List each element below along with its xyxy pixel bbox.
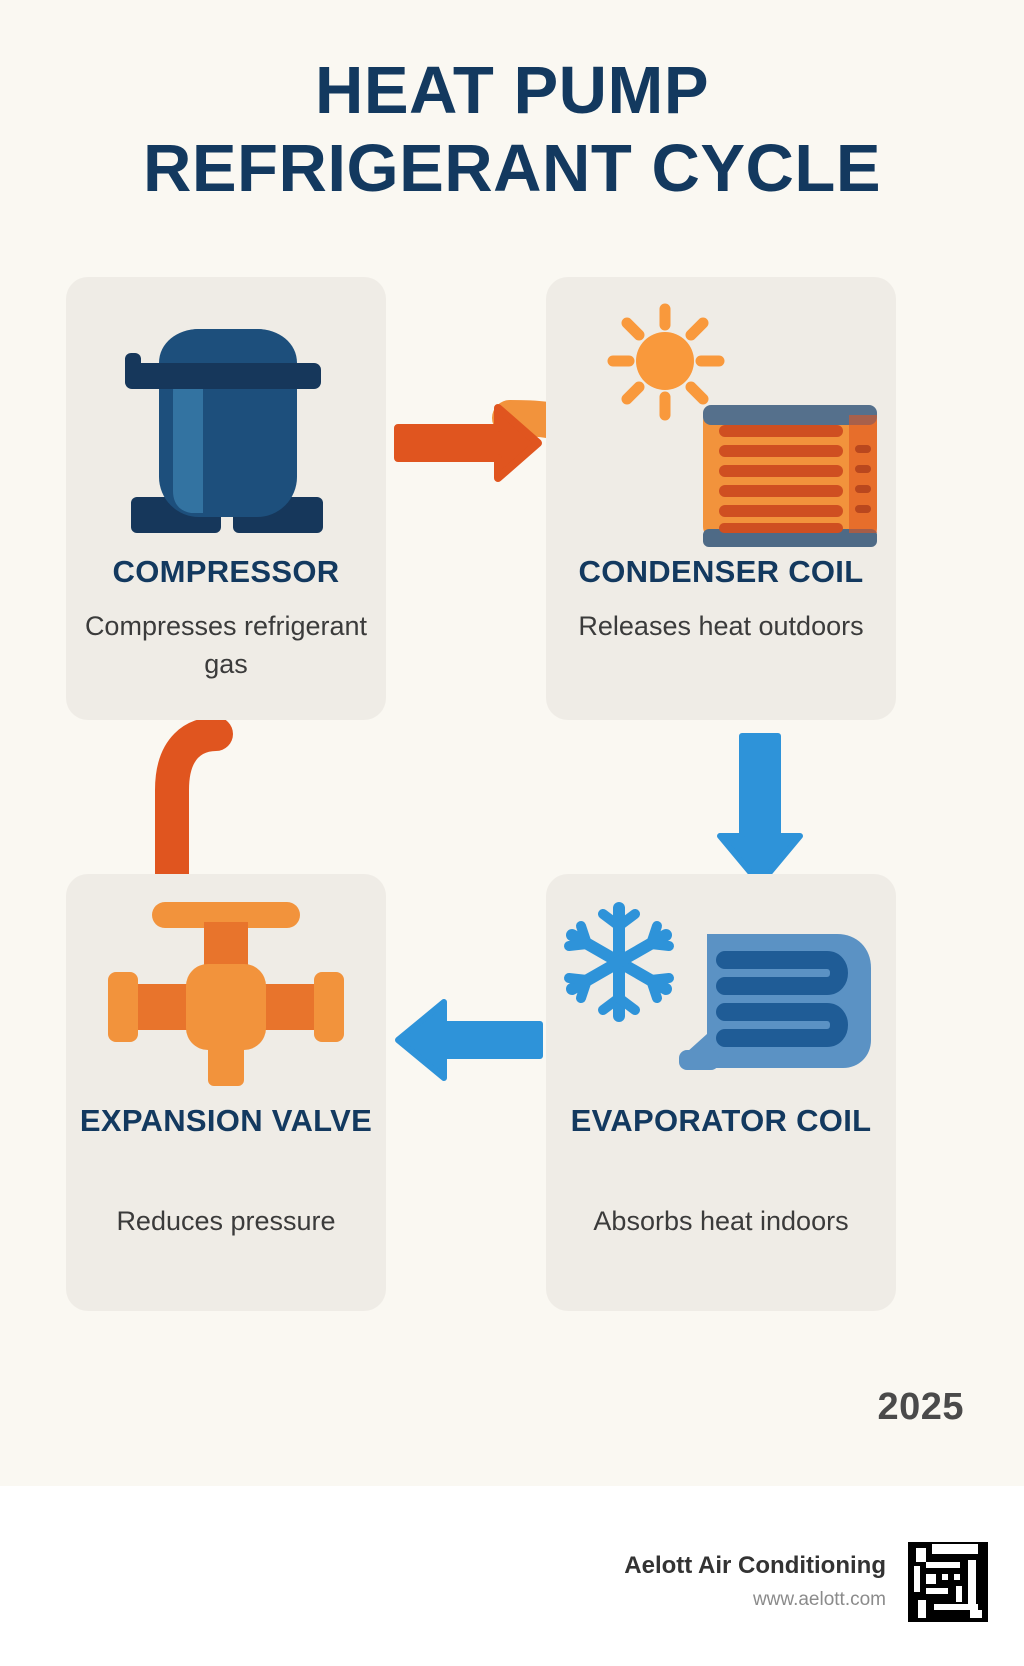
card-compressor-label: COMPRESSOR [112, 554, 340, 589]
page-title-line-2: REFRIGERANT CYCLE [142, 130, 882, 206]
evaporator-unit [679, 934, 871, 1070]
sun-icon [607, 303, 725, 421]
condenser-unit [703, 405, 877, 547]
card-valve[interactable]: EXPANSION VALVE Reduces pressure [66, 874, 386, 1311]
arrow-right-icon [394, 404, 542, 482]
card-compressor-description: Compresses refrigerant gas [84, 611, 368, 680]
year-label: 2025 [877, 1386, 964, 1428]
card-compressor[interactable]: COMPRESSOR Compresses refrigerant gas [66, 277, 386, 720]
page-title-line-1: HEAT PUMP [314, 53, 710, 128]
footer-website-url[interactable]: www.aelott.com [752, 1588, 886, 1610]
card-condenser[interactable]: CONDENSER COIL Releases heat outdoors [546, 277, 896, 720]
card-valve-label: EXPANSION VALVE [79, 1103, 373, 1138]
footer-bar: Aelott Air Conditioning www.aelott.com [0, 1486, 1024, 1666]
page-title: HEAT PUMP REFRIGERANT CYCLE [0, 52, 1024, 207]
card-condenser-label: CONDENSER COIL [578, 554, 864, 589]
aelott-logo-mark [908, 1542, 988, 1622]
condenser-coil-icon [546, 295, 896, 551]
card-evaporator[interactable]: EVAPORATOR COIL Absorbs heat indoors [546, 874, 896, 1311]
card-valve-description: Reduces pressure [116, 1206, 336, 1236]
card-condenser-description: Releases heat outdoors [578, 611, 864, 641]
arrow-down-icon [717, 733, 803, 887]
expansion-valve-icon [66, 892, 386, 1092]
evaporator-coil-icon [546, 892, 896, 1092]
compressor-icon [66, 301, 386, 551]
card-evaporator-label: EVAPORATOR COIL [570, 1103, 872, 1138]
arrow-left-icon [395, 999, 543, 1081]
snowflake-icon [564, 902, 674, 1022]
card-evaporator-description: Absorbs heat indoors [593, 1206, 849, 1236]
footer-company-name: Aelott Air Conditioning [624, 1551, 886, 1579]
